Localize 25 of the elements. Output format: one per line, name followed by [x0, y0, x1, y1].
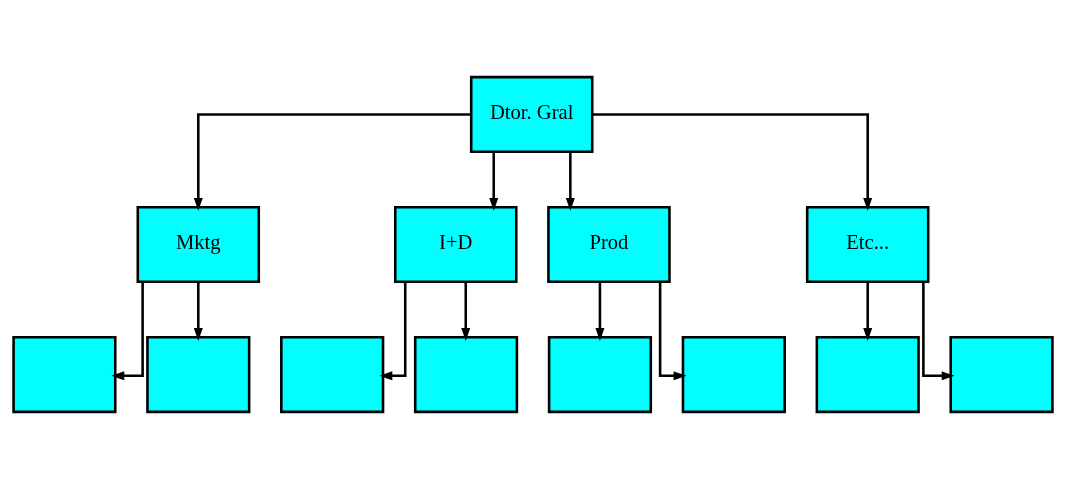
node-box	[547, 335, 653, 413]
node-box: Mktg	[136, 205, 261, 283]
arrow	[595, 281, 605, 341]
node-box	[815, 335, 920, 413]
node-box: Dtor. Gral	[469, 75, 594, 153]
node-box	[681, 335, 786, 413]
arrow	[565, 151, 575, 211]
arrow	[922, 281, 955, 380]
node-box: Etc...	[805, 205, 930, 283]
node-box	[949, 335, 1054, 413]
node-box	[146, 335, 251, 413]
arrow	[193, 281, 203, 341]
arrow	[379, 281, 407, 380]
arrow	[193, 112, 471, 211]
arrow	[111, 281, 144, 380]
arrow	[461, 281, 471, 341]
node-box	[12, 335, 117, 413]
arrow	[863, 281, 873, 341]
arrow	[489, 151, 499, 211]
node-box	[280, 335, 385, 413]
arrow	[658, 281, 687, 380]
node-box: I+D	[393, 205, 518, 283]
arrow	[592, 112, 873, 211]
node-box: Prod	[547, 205, 671, 283]
node-box	[413, 335, 519, 413]
